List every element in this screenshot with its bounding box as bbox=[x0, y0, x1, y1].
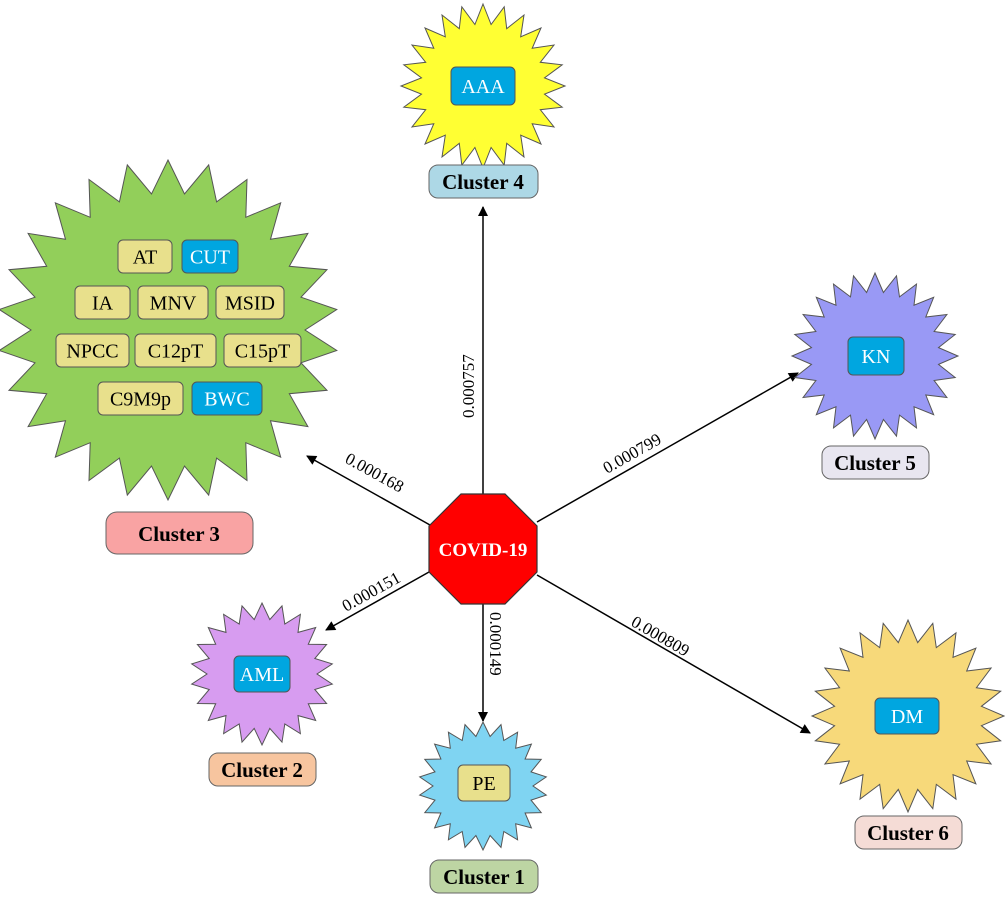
tags: PE AML AT CUT IA MNV MSID NPCC C12pT C15pT C9M9p BW… bbox=[55, 66, 940, 802]
edge-weight-cluster-6: 0.000809 bbox=[628, 612, 693, 660]
tag-mnv[interactable]: MNV bbox=[137, 285, 209, 320]
cluster-1-label-text: Cluster 1 bbox=[443, 865, 525, 889]
cluster-4-label[interactable]: Cluster 4 bbox=[428, 164, 539, 199]
tag-box bbox=[457, 764, 511, 802]
tag-c15pt[interactable]: C15pT bbox=[223, 333, 302, 368]
tag-c12pt[interactable]: C12pT bbox=[134, 333, 217, 368]
tag-label: MSID bbox=[225, 293, 275, 315]
cluster-6-label[interactable]: Cluster 6 bbox=[854, 815, 963, 850]
center-node-label: COVID-19 bbox=[439, 540, 528, 561]
tag-label: C9M9p bbox=[110, 389, 171, 411]
cluster-2-label-text: Cluster 2 bbox=[221, 758, 303, 782]
tag-label: MNV bbox=[150, 293, 197, 315]
tag-label: DM bbox=[891, 706, 923, 728]
tag-box bbox=[223, 333, 302, 368]
edges bbox=[306, 206, 811, 734]
edge-cluster-2[interactable] bbox=[325, 571, 430, 631]
tag-aaa[interactable]: AAA bbox=[450, 66, 516, 106]
tag-box bbox=[134, 333, 217, 368]
tag-cut[interactable]: CUT bbox=[181, 239, 239, 274]
cluster-5-label-text: Cluster 5 bbox=[834, 451, 916, 475]
cluster-1-label[interactable]: Cluster 1 bbox=[429, 859, 539, 894]
tag-box bbox=[215, 285, 285, 320]
tag-label: AT bbox=[133, 247, 157, 269]
cluster-3-label[interactable]: Cluster 3 bbox=[105, 511, 254, 555]
tag-label: PE bbox=[472, 773, 495, 795]
tag-dm[interactable]: DM bbox=[874, 697, 940, 735]
tag-msid[interactable]: MSID bbox=[215, 285, 285, 320]
edge-weight-cluster-5: 0.000799 bbox=[600, 430, 665, 478]
tag-box bbox=[191, 381, 263, 416]
tag-label: IA bbox=[92, 293, 114, 315]
tag-npcc[interactable]: NPCC bbox=[55, 333, 130, 368]
tag-label: C15pT bbox=[235, 341, 291, 363]
tag-aml[interactable]: AML bbox=[233, 655, 291, 693]
tag-label: C12pT bbox=[148, 341, 204, 363]
tag-at[interactable]: AT bbox=[117, 239, 173, 274]
cluster-4-label-text: Cluster 4 bbox=[442, 170, 524, 194]
edge-cluster-3[interactable] bbox=[306, 455, 431, 526]
edge-cluster-6[interactable] bbox=[536, 574, 811, 734]
covid-19-octagon bbox=[428, 493, 538, 605]
tag-box bbox=[847, 336, 905, 376]
tag-ia[interactable]: IA bbox=[74, 285, 131, 320]
tag-box bbox=[181, 239, 239, 274]
tag-label: KN bbox=[862, 346, 891, 368]
cluster-3-label-text: Cluster 3 bbox=[138, 522, 220, 546]
tag-box bbox=[74, 285, 131, 320]
edge-weight-cluster-4: 0.000757 bbox=[459, 354, 478, 418]
tag-pe[interactable]: PE bbox=[457, 764, 511, 802]
cluster-5-label[interactable]: Cluster 5 bbox=[821, 445, 930, 480]
tag-box bbox=[117, 239, 173, 274]
edge-cluster-5[interactable] bbox=[536, 372, 799, 523]
tag-label: AML bbox=[240, 664, 284, 686]
tag-label: CUT bbox=[190, 247, 230, 269]
edge-weight-cluster-1: 0.000149 bbox=[486, 612, 505, 676]
center-node[interactable]: COVID-19 bbox=[428, 493, 538, 605]
bursts bbox=[0, 2, 1005, 852]
tag-c9m9p[interactable]: C9M9p bbox=[97, 381, 184, 416]
tag-box bbox=[233, 655, 291, 693]
cluster-6-label-text: Cluster 6 bbox=[867, 821, 949, 845]
tag-kn[interactable]: KN bbox=[847, 336, 905, 376]
tag-label: BWC bbox=[204, 389, 250, 411]
tag-label: NPCC bbox=[66, 341, 118, 363]
tag-box bbox=[874, 697, 940, 735]
tag-box bbox=[137, 285, 209, 320]
cluster-2-label[interactable]: Cluster 2 bbox=[208, 752, 317, 787]
tag-bwc[interactable]: BWC bbox=[191, 381, 263, 416]
tag-box bbox=[450, 66, 516, 106]
edge-weight-cluster-3: 0.000168 bbox=[342, 449, 407, 497]
tag-label: AAA bbox=[461, 76, 505, 98]
cluster-labels: Cluster 4 Cluster 3 Cluster 5 Cluster 2 … bbox=[105, 164, 963, 894]
tag-box bbox=[97, 381, 184, 416]
cluster-3-burst[interactable] bbox=[0, 158, 338, 502]
tag-box bbox=[55, 333, 130, 368]
